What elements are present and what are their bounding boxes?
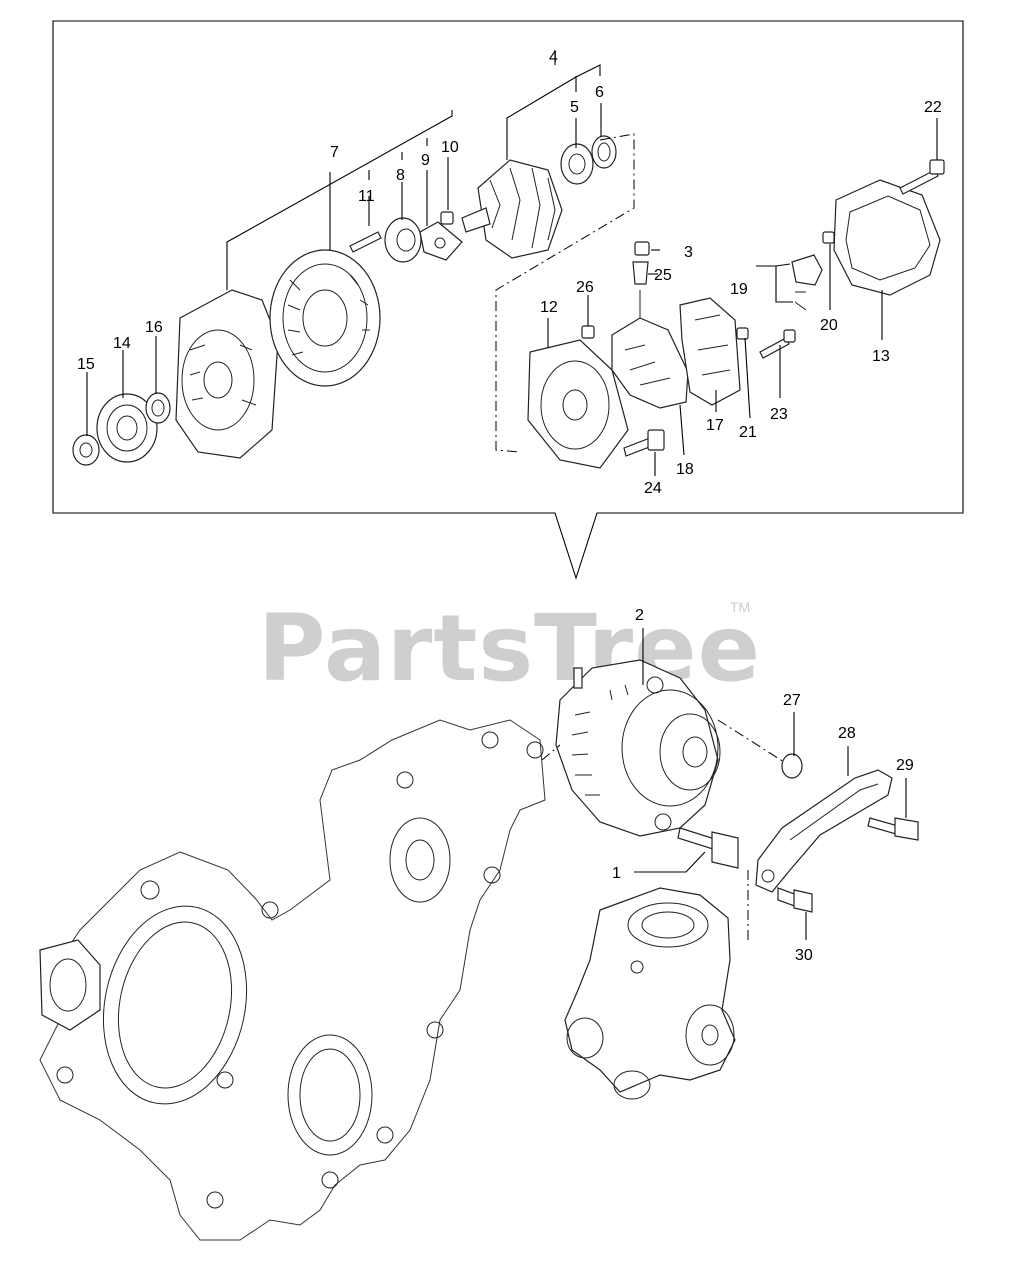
callout-19: 19 <box>730 281 748 298</box>
callout-25: 25 <box>654 267 672 284</box>
part-3-nut[interactable] <box>634 241 650 256</box>
gear-case-housing <box>39 719 546 1241</box>
rotor-group-outline <box>495 133 635 453</box>
callout-24: 24 <box>644 480 662 497</box>
callout-14: 14 <box>113 335 131 352</box>
alignment-line-27 <box>717 719 785 763</box>
part-6-ring[interactable] <box>591 135 617 169</box>
callout-3: 3 <box>684 244 693 261</box>
callout-23: 23 <box>770 406 788 423</box>
callout-13: 13 <box>872 348 890 365</box>
main-leader-lines <box>541 628 907 940</box>
callout-22: 22 <box>924 99 942 116</box>
callout-12: 12 <box>540 299 558 316</box>
inset-leader-lines <box>86 50 938 476</box>
part-5-bearing[interactable] <box>560 143 594 185</box>
callout-16: 16 <box>145 319 163 336</box>
part-27-spacer[interactable] <box>781 753 803 779</box>
callout-20: 20 <box>820 317 838 334</box>
callout-18: 18 <box>676 461 694 478</box>
part-8-bearing[interactable] <box>384 217 422 263</box>
part-14-pulley[interactable] <box>96 393 158 463</box>
callout-27: 27 <box>783 692 801 709</box>
water-pump-assembly <box>564 887 736 1100</box>
part-30-bolt[interactable] <box>777 887 813 913</box>
callout-labels: 1 2 3 4 5 6 7 8 9 10 11 12 13 14 15 16 1… <box>77 49 942 964</box>
part-16-collar[interactable] <box>145 392 171 424</box>
exploded-view-frame <box>52 20 964 580</box>
part-9-plate[interactable] <box>419 221 463 261</box>
part-23-bolt[interactable] <box>759 329 796 359</box>
callout-15: 15 <box>77 356 95 373</box>
callout-1: 1 <box>612 865 621 882</box>
callout-5: 5 <box>570 99 579 116</box>
part-21-screw[interactable] <box>736 327 749 340</box>
part-15-nut[interactable] <box>72 434 100 466</box>
part-17-regulator[interactable] <box>679 297 741 406</box>
part-19-terminal[interactable] <box>791 254 823 311</box>
callout-8: 8 <box>396 167 405 184</box>
callout-4: 4 <box>549 49 558 66</box>
part-24-bolt[interactable] <box>623 429 665 457</box>
watermark-trademark: TM <box>730 599 750 615</box>
part-28-stay[interactable] <box>755 769 893 893</box>
callout-30: 30 <box>795 947 813 964</box>
callout-11: 11 <box>358 188 375 205</box>
callout-29: 29 <box>896 757 914 774</box>
callout-7: 7 <box>330 144 339 161</box>
part-11-stud[interactable] <box>349 231 382 253</box>
callout-10: 10 <box>441 139 459 156</box>
part-7-front-frame[interactable] <box>175 289 279 459</box>
callout-21: 21 <box>739 424 757 441</box>
part-12-rear-frame[interactable] <box>527 339 629 469</box>
part-13-rear-cover[interactable] <box>833 179 941 296</box>
callout-17: 17 <box>706 417 724 434</box>
part-2-alternator[interactable] <box>555 659 721 837</box>
part-26-nut[interactable] <box>581 325 595 339</box>
part-22-bolt[interactable] <box>899 159 945 195</box>
part-7-stator[interactable] <box>269 249 381 387</box>
callout-28: 28 <box>838 725 856 742</box>
part-20-screw[interactable] <box>822 231 835 244</box>
part-18-rectifier[interactable] <box>611 290 689 409</box>
callout-26: 26 <box>576 279 594 296</box>
part-29-bolt[interactable] <box>867 817 919 841</box>
part-10-screw[interactable] <box>440 211 454 225</box>
part-1-bolt[interactable] <box>677 827 739 869</box>
callout-9: 9 <box>421 152 430 169</box>
part-4-rotor[interactable] <box>461 159 563 259</box>
callout-6: 6 <box>595 84 604 101</box>
callout-2: 2 <box>635 607 644 624</box>
part-25-insulator[interactable] <box>632 261 649 285</box>
